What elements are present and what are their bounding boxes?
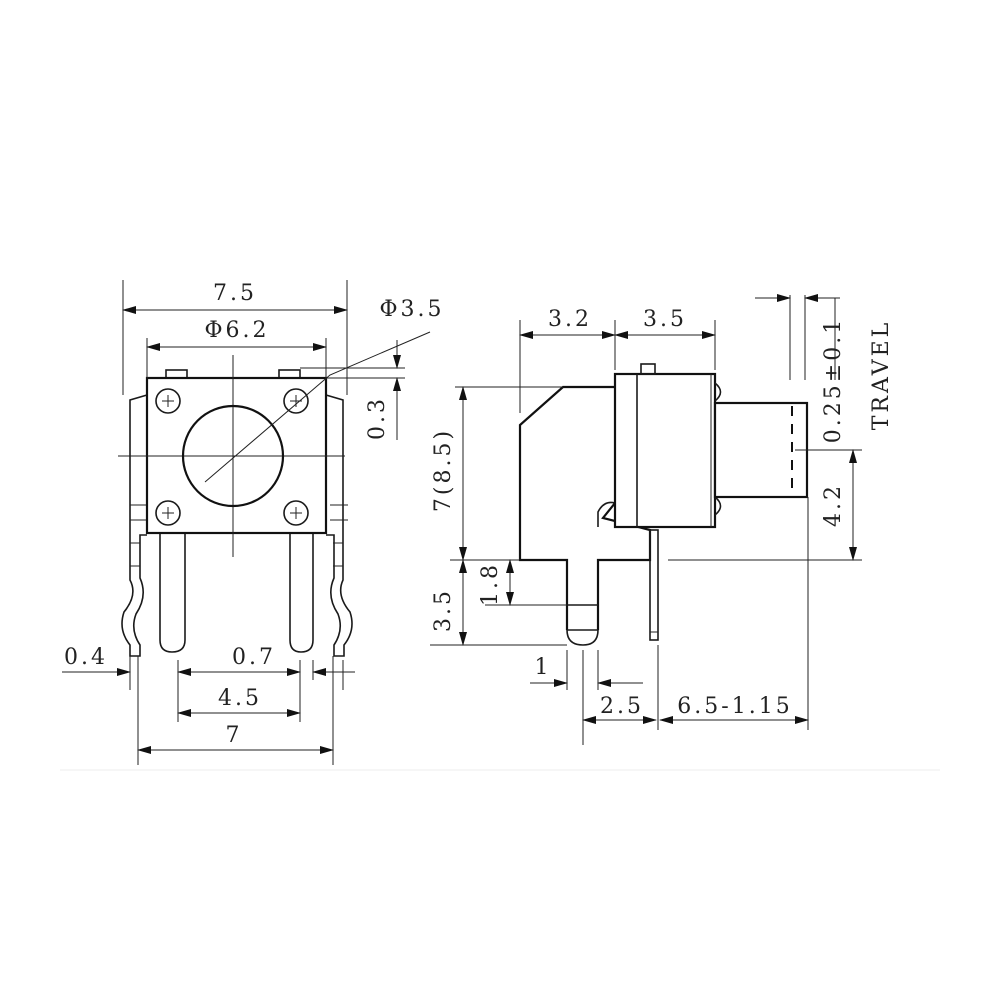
right-lead-steps [330,504,348,567]
clip [597,501,616,527]
label-pin-length: 3.5 [431,588,456,632]
top-nub-left [165,369,188,379]
label-height: 7(8.5) [431,428,456,512]
label-pin-spacing: 4.5 [218,686,262,711]
plunger [713,401,809,499]
label-travel: TRAVEL [869,320,894,431]
label-plunger-height: 4.2 [821,483,846,527]
centerlines [118,355,345,557]
tab-pin [649,529,659,641]
left-lead [121,394,148,657]
label-overall-width: 7.5 [213,281,257,306]
side-top-nub [640,363,656,375]
side-view: 3.2 3.5 7(8.5) 3.5 1.8 1 2.5 6.5-1.15 4.… [430,294,894,745]
top-nub-right [278,369,301,379]
label-standoff: 1.8 [478,562,503,606]
left-pin [159,533,186,653]
label-button-diameter: Φ3.5 [379,297,444,322]
left-lead-steps [130,504,147,567]
screw-icons [155,388,309,526]
front-view: 7.5 Φ6.2 Φ3.5 0.3 0.4 0.7 4.5 7 [62,280,444,765]
bumps [714,382,722,516]
label-housing-depth: 3.2 [548,307,592,332]
label-body-depth: 3.5 [643,307,687,332]
label-lead-width: 0.4 [64,645,108,670]
side-body [613,372,717,529]
label-plunger-length: 6.5-1.15 [677,694,792,719]
button-circle [181,404,285,508]
label-body-width: Φ6.2 [204,318,269,343]
label-pin-pitch: 2.5 [600,694,644,719]
side-pin [566,604,599,646]
right-lead [325,394,353,657]
side-extension-lines [430,295,862,745]
label-nub-height: 0.3 [365,396,390,440]
label-lead-spacing: 7 [226,723,243,748]
label-pin-width: 0.7 [232,645,276,670]
right-pin [289,533,314,653]
label-pin-offset: 1 [535,655,552,680]
label-travel-value: 0.25±0.1 [821,317,846,443]
